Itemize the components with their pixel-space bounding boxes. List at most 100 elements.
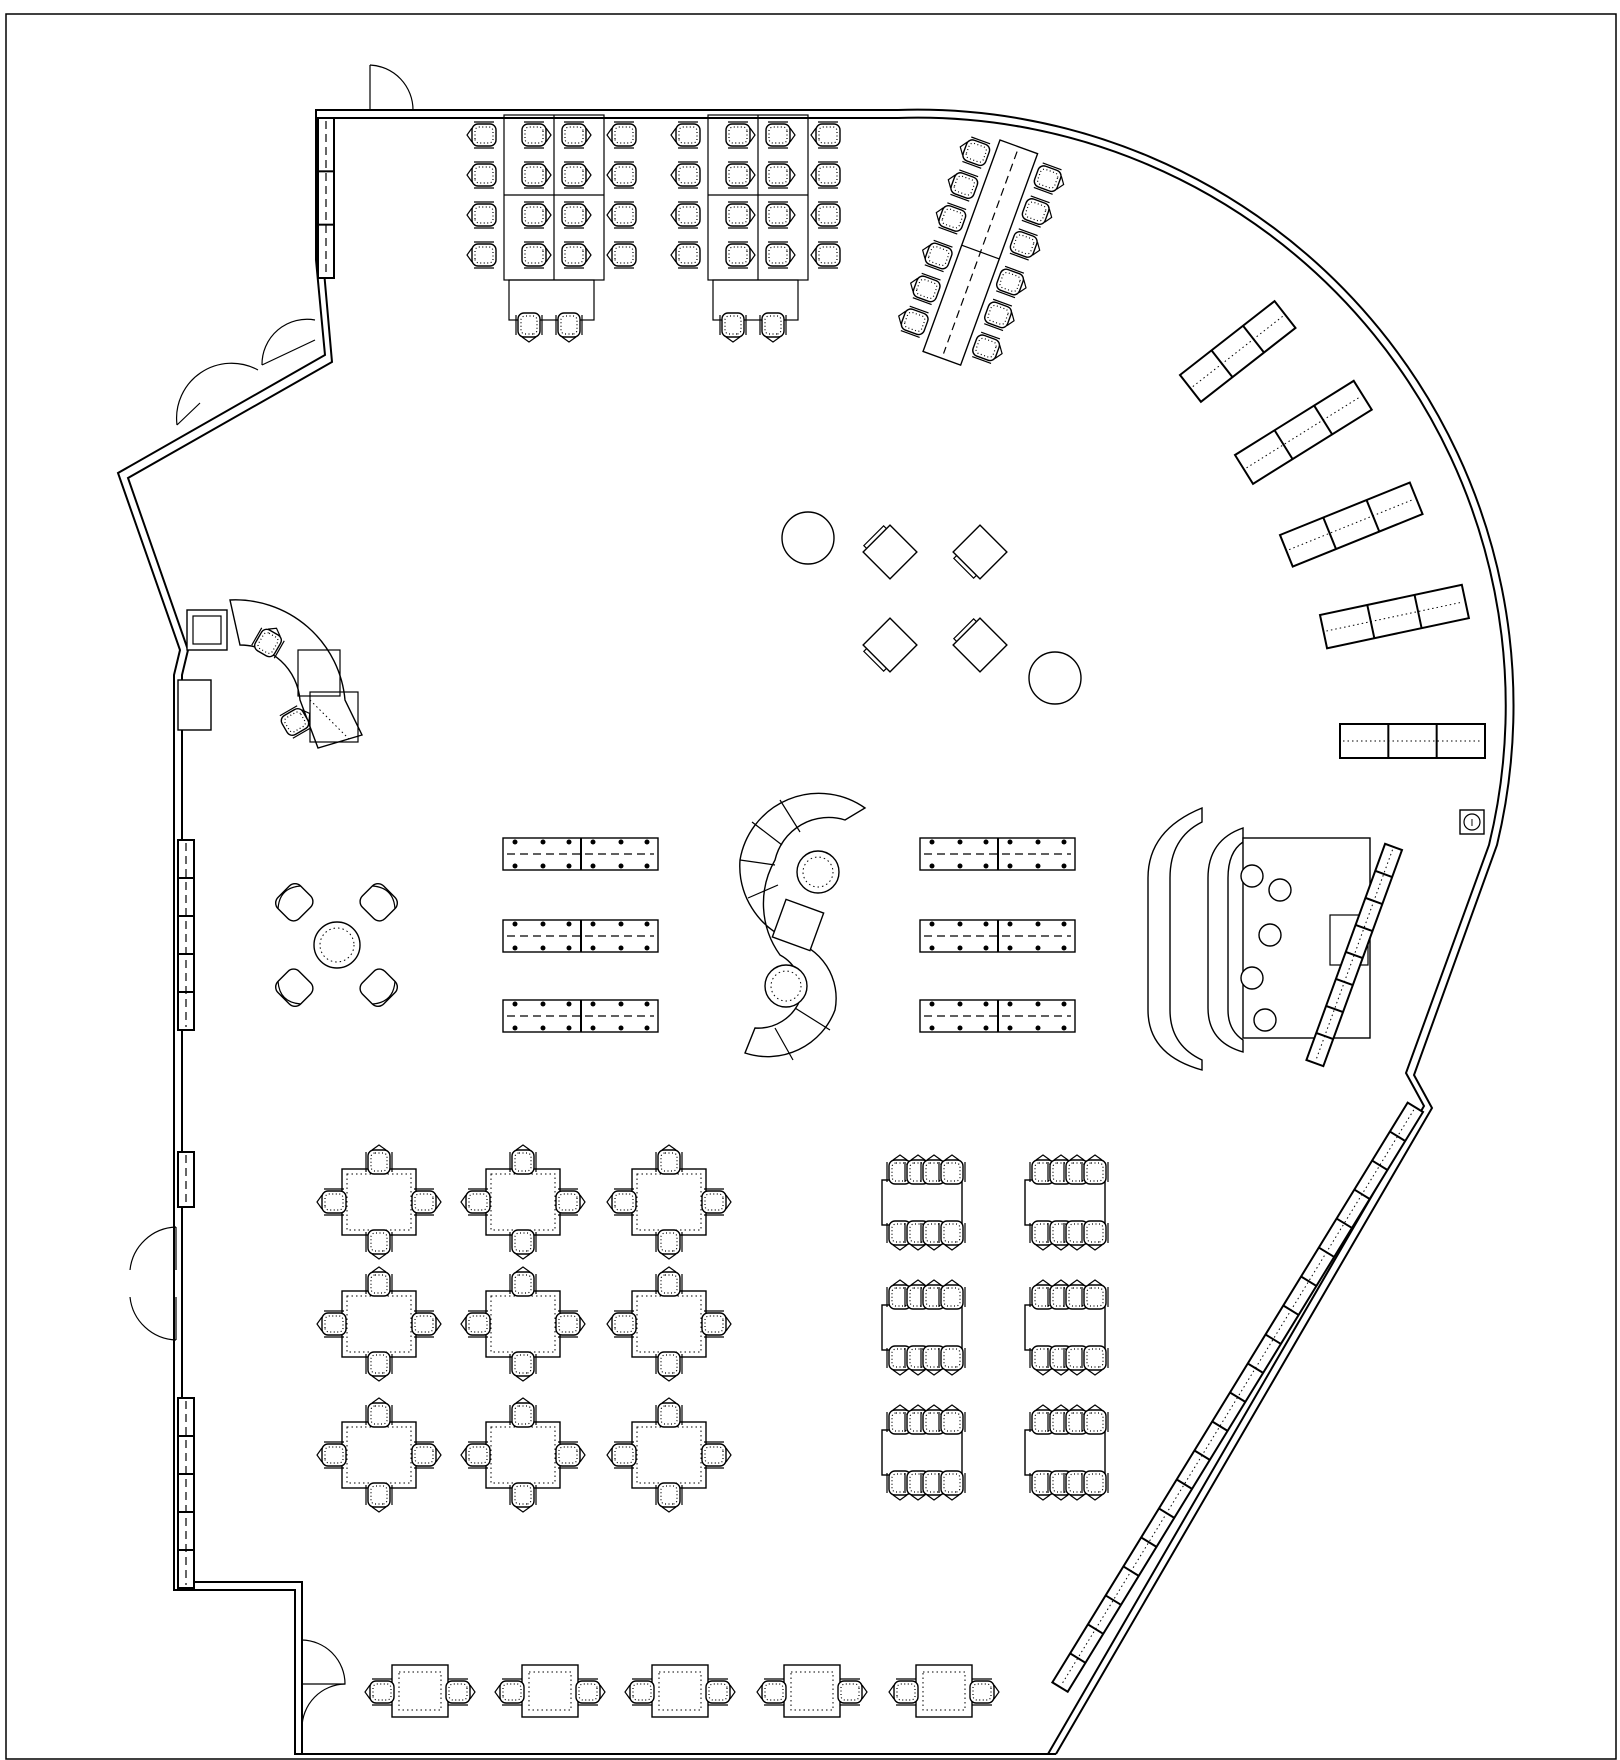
chair-icon [606,201,637,229]
chair-icon [972,331,1003,364]
chair-icon [705,1678,736,1706]
square-table [606,1266,732,1382]
shelf-icon [177,1151,195,1208]
door-swing-icon [301,1683,346,1729]
chair-icon [411,1188,442,1216]
door-swing-icon [129,1296,177,1341]
chair-icon [655,1144,683,1175]
chair-icon [555,1441,586,1469]
lounge-chairs [781,511,1082,705]
page-border [5,13,1617,1760]
study-carrel [364,1664,476,1718]
chair-icon [938,1220,966,1251]
chair-icon [1081,1345,1109,1376]
chair-icon [521,121,552,149]
workstation-cluster [670,114,841,343]
fixture-marker: I [1459,809,1485,835]
chair-icon [365,1144,393,1175]
chair-icon [765,121,796,149]
furniture [177,114,1486,1718]
shelf-icon [1339,723,1486,759]
chair-icon [466,161,497,189]
chair-icon [1009,228,1041,261]
chair-icon [725,121,756,149]
chair-icon [624,1678,655,1706]
chair-icon [810,241,841,269]
chair-icon [756,1678,787,1706]
perimeter-shelf [1178,299,1297,404]
bookshelf-row [919,837,1076,871]
chair-icon [765,161,796,189]
square-table [460,1397,586,1513]
chair-icon [460,1441,491,1469]
shelf-icon [317,117,335,279]
chair-icon [606,121,637,149]
study-carrel [624,1664,736,1718]
chair-icon [938,1404,966,1435]
chair-icon [670,241,701,269]
shelf-icon [1318,583,1471,650]
lounge-chair-icon [952,617,1008,673]
bookshelf-row [502,837,659,871]
doors [129,64,414,1729]
chair-icon [765,241,796,269]
chair-icon [655,1229,683,1260]
door-swing-icon [261,318,316,366]
chair-icon [509,1482,537,1513]
lounge-chair-icon [952,524,1008,580]
chair-icon [365,1397,393,1428]
chair-icon [365,1351,393,1382]
chair-icon [837,1678,868,1706]
angled-benching [898,136,1065,367]
lounge-chair-icon [862,524,918,580]
chair-icon [555,1188,586,1216]
chair-icon [606,1310,637,1338]
chair-icon [251,627,285,659]
rectangular-table [1024,1404,1109,1501]
shelf-icon [177,839,195,1031]
chair-icon [606,1441,637,1469]
square-table [460,1144,586,1260]
chair-icon [947,169,979,202]
chair-icon [938,1154,966,1185]
chair-icon [365,1229,393,1260]
wall-shelf [177,1151,195,1208]
rectangular-table [881,1279,966,1376]
shelf-icon [1178,299,1297,404]
chair-icon [561,201,592,229]
study-carrel [888,1664,1000,1718]
chair-icon [316,1310,347,1338]
chair-icon [561,121,592,149]
chair-icon [959,136,991,169]
chair-icon [938,1345,966,1376]
chair-icon [1081,1220,1109,1251]
chair-icon [725,241,756,269]
chair-icon [411,1441,442,1469]
square-table [606,1397,732,1513]
chair-icon [555,1310,586,1338]
chair-icon [810,161,841,189]
chair-icon [898,305,929,338]
perimeter-shelf [1339,723,1486,759]
lounge-chair-icon [862,617,918,673]
chair-icon [521,201,552,229]
study-carrel [494,1664,606,1718]
chair-icon [670,161,701,189]
perimeter-shelf [1278,481,1424,568]
bookshelf-row [502,919,659,953]
square-table [606,1144,732,1260]
chair-icon [725,201,756,229]
wall-shelf [317,117,335,279]
shelf-icon [1305,842,1404,1068]
chair-icon [670,121,701,149]
chair-icon [561,241,592,269]
chair-icon [279,705,311,739]
service-desk [177,599,363,749]
serpentine-seating [739,792,867,1061]
door-swing-icon [129,1226,177,1271]
chair-icon [938,1470,966,1501]
shelf-icon [1050,1101,1425,1694]
chair-icon [1081,1154,1109,1185]
chair-icon [719,312,747,343]
chair-icon [509,1351,537,1382]
